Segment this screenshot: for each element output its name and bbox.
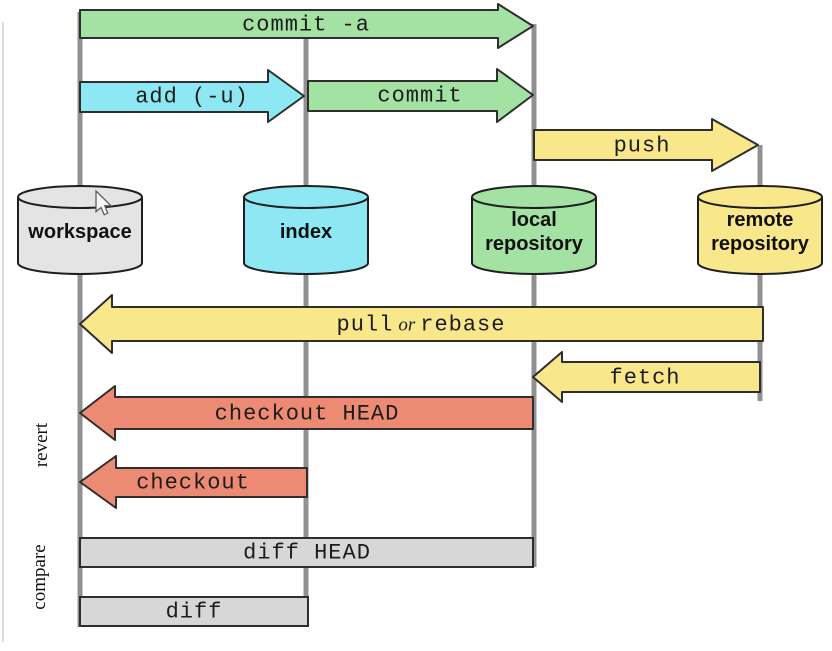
remote-repository-cylinder <box>697 185 823 275</box>
local-repository-lifeline <box>531 24 537 567</box>
or-word: or <box>398 314 416 336</box>
local-repository-cylinder <box>471 185 597 275</box>
push-label: push <box>613 133 671 159</box>
commit-a-arrow <box>79 3 534 49</box>
rebase-word: rebase <box>420 312 506 338</box>
local-repository-label: local repository <box>485 208 583 256</box>
compare-row-label: compare <box>29 544 50 610</box>
checkout-arrow <box>79 455 308 509</box>
workspace-lifeline <box>77 12 83 627</box>
fetch-label: fetch <box>609 365 681 391</box>
remote-repository-label: remote repository <box>711 208 809 256</box>
remote-repository-label-line1: remote <box>726 209 794 231</box>
commit-label: commit <box>377 83 463 109</box>
workspace-label: workspace <box>28 221 132 243</box>
add-label: add (-u) <box>135 84 249 110</box>
add-arrow <box>79 69 305 123</box>
diff-head-bar <box>79 537 534 568</box>
pull-or-rebase-arrow <box>79 294 764 354</box>
diff-bar <box>79 596 309 627</box>
mouse-cursor-icon <box>95 189 113 216</box>
workspace-cylinder <box>17 185 143 275</box>
fetch-arrow <box>532 351 761 403</box>
diff-head-label: diff HEAD <box>243 540 371 566</box>
index-label: index <box>279 221 333 243</box>
index-cylinder <box>243 185 369 275</box>
checkout-head-arrow <box>79 385 534 441</box>
local-repository-label-line1: local <box>511 209 557 231</box>
diff-label: diff <box>165 599 223 625</box>
window-edge-line <box>2 22 4 642</box>
commit-a-label: commit -a <box>242 12 370 38</box>
local-repository-label-line2: repository <box>485 233 583 255</box>
checkout-label: checkout <box>136 470 250 496</box>
pull-word: pull <box>336 312 394 338</box>
commit-arrow <box>307 68 534 123</box>
push-arrow <box>533 118 759 172</box>
checkout-head-label: checkout HEAD <box>214 401 400 427</box>
remote-repository-label-line2: repository <box>711 233 809 255</box>
revert-row-label: revert <box>31 422 52 468</box>
